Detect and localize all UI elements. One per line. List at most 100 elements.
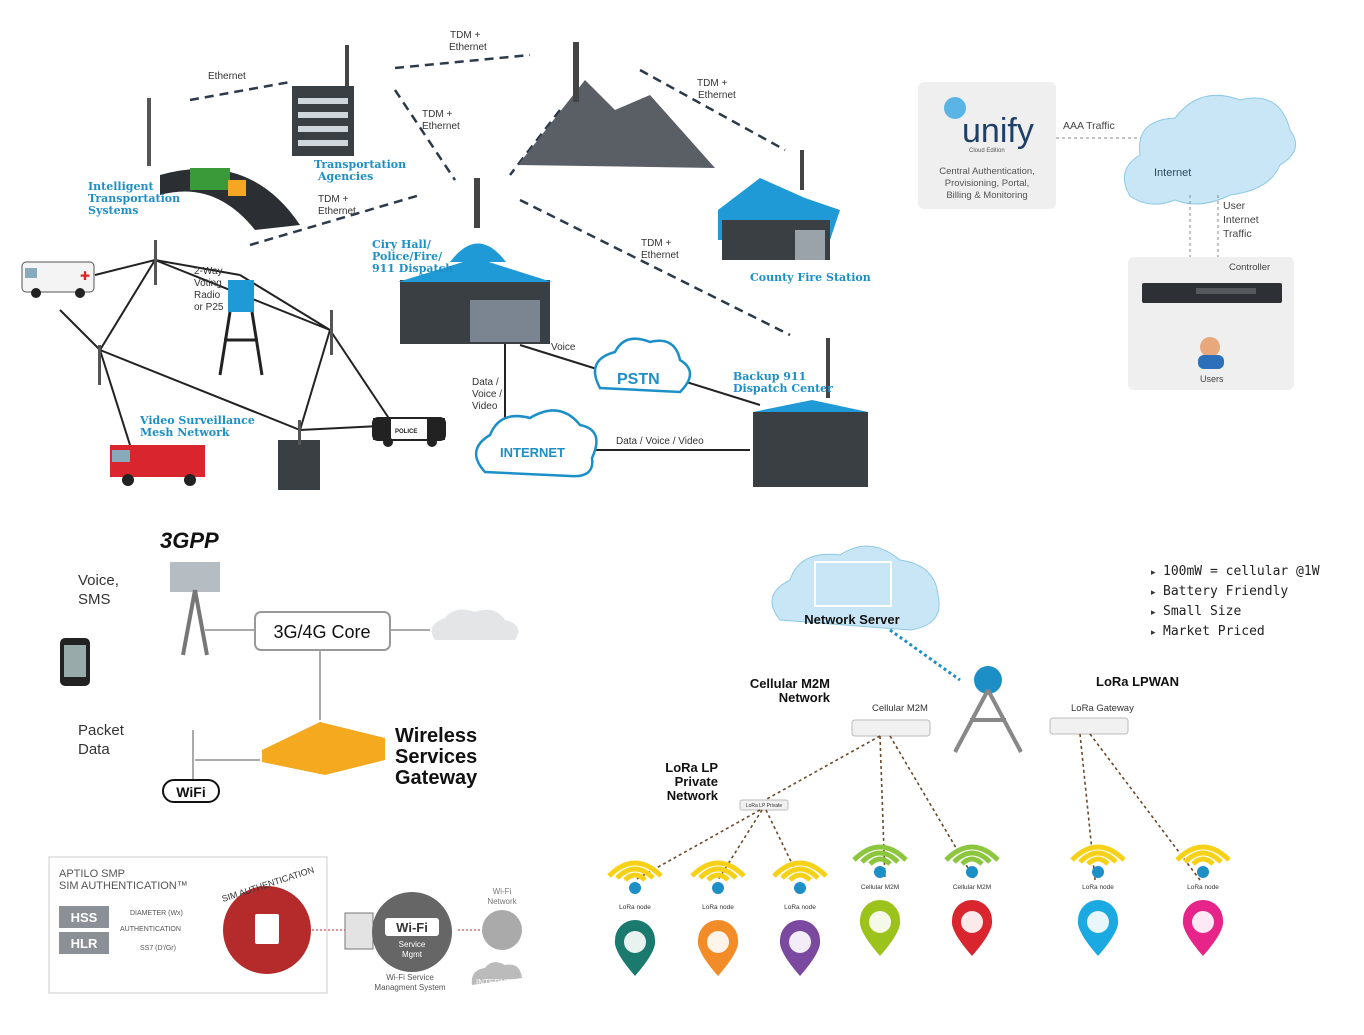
voice-label: Voice <box>551 342 576 353</box>
lora-tower-icon <box>953 666 1023 753</box>
server-link <box>889 628 961 682</box>
aptilo-internet-label: INTERNET <box>476 978 516 987</box>
radio-label: 2-Way <box>194 266 223 277</box>
police-car-icon <box>372 417 446 447</box>
hlr-label: HLR <box>71 936 98 951</box>
node-label: LoRa node <box>619 904 651 911</box>
wsg-diagram: 3GPP Voice, SMS Packet Data 3G/4G Core W… <box>60 528 519 803</box>
police-label: POLICE <box>395 429 417 435</box>
ss7-label: SS7 (D'/Gr) <box>140 945 176 952</box>
signal-arc <box>690 860 746 878</box>
pstn-cloud <box>593 337 692 394</box>
wifi-network-label: Network <box>487 897 517 906</box>
voice-label: Voice, <box>78 572 119 589</box>
pole-icon <box>298 420 301 445</box>
hss-box <box>59 906 109 928</box>
wifi-logo <box>162 779 220 803</box>
hlr-box <box>59 932 109 954</box>
pole-icon <box>98 345 101 385</box>
3gpp-logo: 3GPP <box>160 528 219 553</box>
city-hall-icon <box>398 178 552 344</box>
city-hall-label: Police/Fire/ <box>372 250 443 263</box>
lp-private-device-icon <box>739 799 789 811</box>
lora-bullet: 100mW = cellular @1W <box>1163 564 1320 579</box>
city-hall-label: Ciry Hall/ <box>372 238 432 251</box>
server-icon <box>344 912 374 950</box>
tdm-label: TDM + <box>422 109 452 120</box>
node-device-icon <box>1197 866 1209 878</box>
cellular-m2m-label: Cellular M2M <box>750 676 830 691</box>
wifi-network-label: Wi-Fi <box>493 887 512 896</box>
users-icon <box>1200 337 1220 357</box>
node-device-icon <box>794 882 806 894</box>
cloud-icon <box>431 609 519 640</box>
unify-diagram: unify Cloud Edition Central Authenticati… <box>918 82 1297 390</box>
signal-arc <box>1175 844 1231 862</box>
tdm-label: Ethernet <box>422 121 460 132</box>
node-device-icon <box>629 882 641 894</box>
fire-truck-icon <box>110 445 205 486</box>
cellular-m2m-device-icon <box>851 719 931 737</box>
mountain-icon <box>518 80 715 168</box>
its-label: Intelligent <box>88 180 154 193</box>
lora-bullet: Small Size <box>1163 604 1241 619</box>
bullet-marker: ▸ <box>1151 627 1156 637</box>
mgmt-label: Wi-Fi Service <box>386 973 434 982</box>
cellular-m2m-device-label: Cellular M2M <box>872 703 928 714</box>
water-tower-icon <box>218 280 264 376</box>
link-transport-mountain <box>394 53 531 70</box>
link-transport-cityhall <box>393 89 457 181</box>
pin-glyph-icon <box>789 931 811 953</box>
signal-arc <box>615 866 655 880</box>
transportation-building-icon <box>292 45 354 156</box>
city-hall-label: 911 Dispatch <box>372 262 453 275</box>
pstn-label: PSTN <box>617 371 660 388</box>
signal-arc <box>780 866 820 880</box>
aptilo-diagram: APTILO SMP SIM AUTHENTICATION™ HSS HLR D… <box>48 856 522 994</box>
bullet-marker: ▸ <box>1151 607 1156 617</box>
dvv-line-label: Data / Voice / Video <box>616 436 704 447</box>
lora-bullet: Battery Friendly <box>1163 584 1288 599</box>
tdm-label: Ethernet <box>318 206 356 217</box>
unify-logo: unify <box>962 112 1034 150</box>
dvv-label: Data / <box>472 377 499 388</box>
network-server-icon <box>814 561 892 607</box>
signal-arc <box>1070 844 1126 862</box>
internet-cloud <box>1123 94 1297 205</box>
tdm-label: TDM + <box>697 78 727 89</box>
lp-private-label: Private <box>675 774 718 789</box>
controller-label: Controller <box>1229 262 1270 273</box>
gateway-device-icon <box>262 722 385 775</box>
radio-label: or P25 <box>194 302 224 313</box>
fire-station-icon <box>718 150 840 260</box>
pin-glyph-icon <box>707 931 729 953</box>
fire-station-label: County Fire Station <box>750 271 871 284</box>
gateway-label: Gateway <box>395 767 478 789</box>
backup-label: Dispatch Center <box>733 382 833 395</box>
user-traffic-label: Internet <box>1223 214 1259 226</box>
signal-arc <box>706 872 730 882</box>
link-its-transport <box>189 80 291 102</box>
node-label: LoRa node <box>1082 884 1114 891</box>
tdm-label: TDM + <box>318 194 348 205</box>
unify-desc: Billing & Monitoring <box>946 190 1027 201</box>
pin-glyph-icon <box>1192 911 1214 933</box>
pole-icon <box>154 240 157 285</box>
packet-label: Data <box>78 741 110 758</box>
lp-private-label: Network <box>667 788 719 803</box>
signal-arc <box>788 872 812 882</box>
signal-arc <box>868 856 892 866</box>
diameter-label: DIAMETER (Wx) <box>130 910 183 917</box>
svg-text:✚: ✚ <box>80 269 90 283</box>
link-cityhall-backup <box>519 198 791 337</box>
pin-glyph-icon <box>869 911 891 933</box>
lora-gateway-icon <box>1049 717 1129 735</box>
user-traffic-label: Traffic <box>1223 228 1252 240</box>
unify-desc: Provisioning, Portal, <box>945 178 1029 189</box>
wifi-badge-label: Wi-Fi <box>396 920 428 935</box>
public-safety-network: Ethernet TDM + Ethernet TDM + Ethernet T… <box>21 30 871 490</box>
video-label: Video Surveillance <box>139 414 255 427</box>
signal-arc <box>607 860 663 878</box>
link-mountain-cityhall <box>509 109 561 176</box>
service-label: Mgmt <box>402 950 423 959</box>
